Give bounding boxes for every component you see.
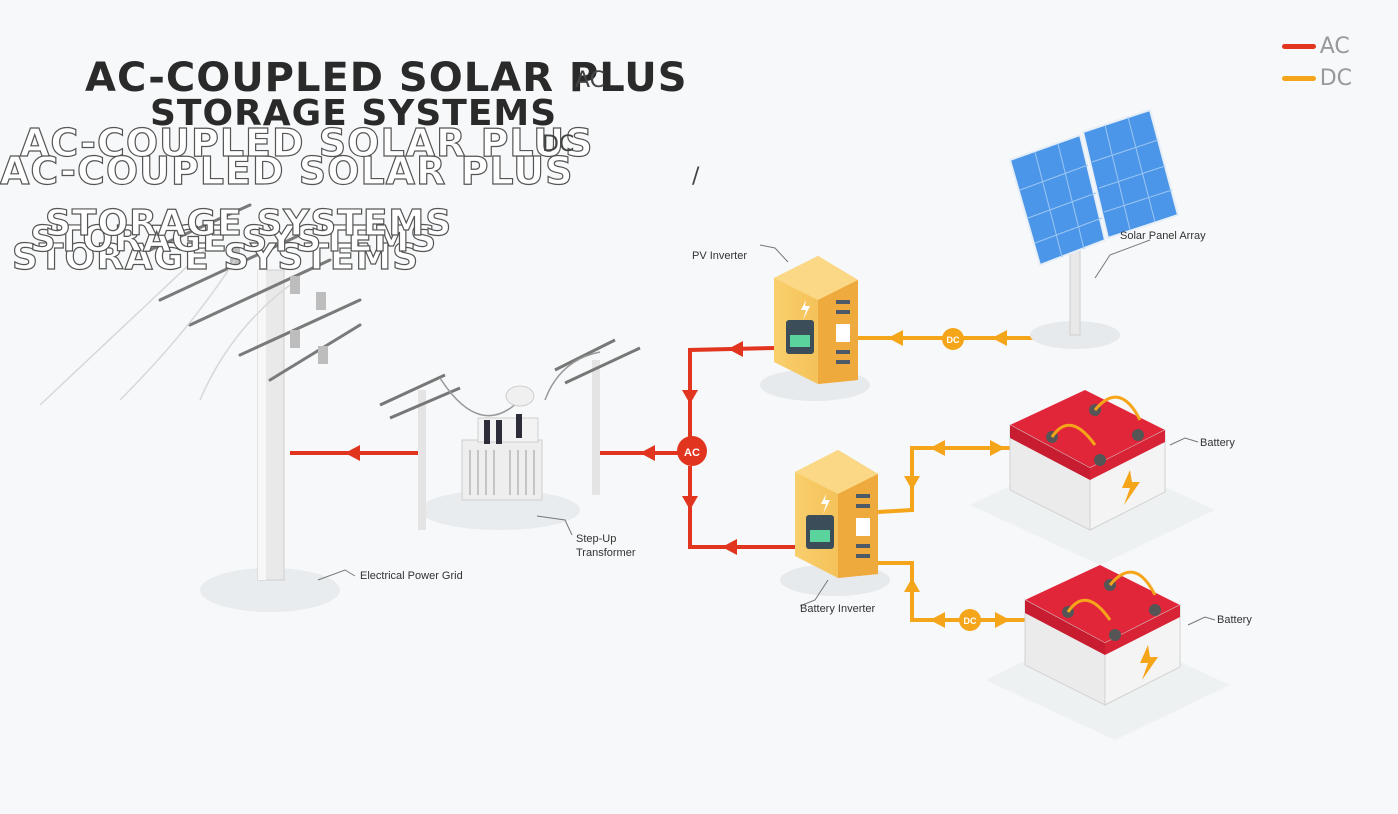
stray-ac-text: AC — [575, 68, 606, 93]
legend-item-dc: DC — [1281, 62, 1352, 94]
legend-swatch-ac — [1281, 43, 1316, 49]
label-battery-bottom: Battery — [1217, 614, 1252, 626]
ghost-title-line2-c: STORAGE SYSTEMS — [11, 237, 420, 278]
label-pv-inverter: PV Inverter — [692, 250, 748, 262]
dc-node-icon-top — [942, 328, 964, 350]
dc-arrows — [888, 330, 1010, 628]
transformer-icon — [379, 338, 641, 530]
page-title-line1: AC-COUPLED SOLAR PLUS — [85, 55, 688, 101]
ghost-title-line2-b: STORAGE SYSTEMS — [29, 219, 438, 260]
legend-item-ac: AC — [1281, 30, 1352, 62]
label-battery-inverter: Battery Inverter — [800, 603, 876, 615]
page-title-line2: STORAGE SYSTEMS — [150, 93, 558, 134]
battery-top-icon — [970, 390, 1215, 565]
stray-dc-text: DC — [542, 132, 575, 157]
label-transformer: Step-Up Transformer — [576, 533, 636, 559]
ac-node-label: AC — [684, 447, 700, 459]
ghost-title-line1-a: AC-COUPLED SOLAR PLUS — [19, 121, 594, 165]
label-solar-array: Solar Panel Array — [1120, 230, 1206, 242]
dc-node-label-bottom: DC — [964, 616, 977, 626]
solar-panel-icon — [1008, 108, 1180, 349]
battery-inverter-icon — [780, 450, 890, 596]
legend-label-dc: DC — [1319, 65, 1352, 91]
utility-pole-icon — [39, 203, 362, 612]
label-battery-top: Battery — [1200, 437, 1235, 449]
pv-inverter-icon — [760, 256, 870, 401]
label-utility-grid: Electrical Power Grid — [360, 570, 463, 582]
battery-bottom-icon — [985, 565, 1230, 740]
legend-swatch-dc — [1281, 75, 1316, 81]
ac-node-icon — [677, 436, 707, 466]
dc-node-label-top: DC — [947, 335, 960, 345]
dc-node-icon-bottom — [959, 609, 981, 631]
ghost-title-line2-a: STORAGE SYSTEMS — [44, 203, 453, 244]
leader-lines — [317, 239, 1216, 626]
legend-label-ac: AC — [1319, 33, 1350, 59]
ghost-title-line1-b: AC-COUPLED SOLAR PLUS — [0, 149, 574, 193]
ac-arrows — [345, 341, 743, 555]
legend: AC DC — [1281, 30, 1352, 94]
stray-mark: / — [692, 164, 700, 189]
